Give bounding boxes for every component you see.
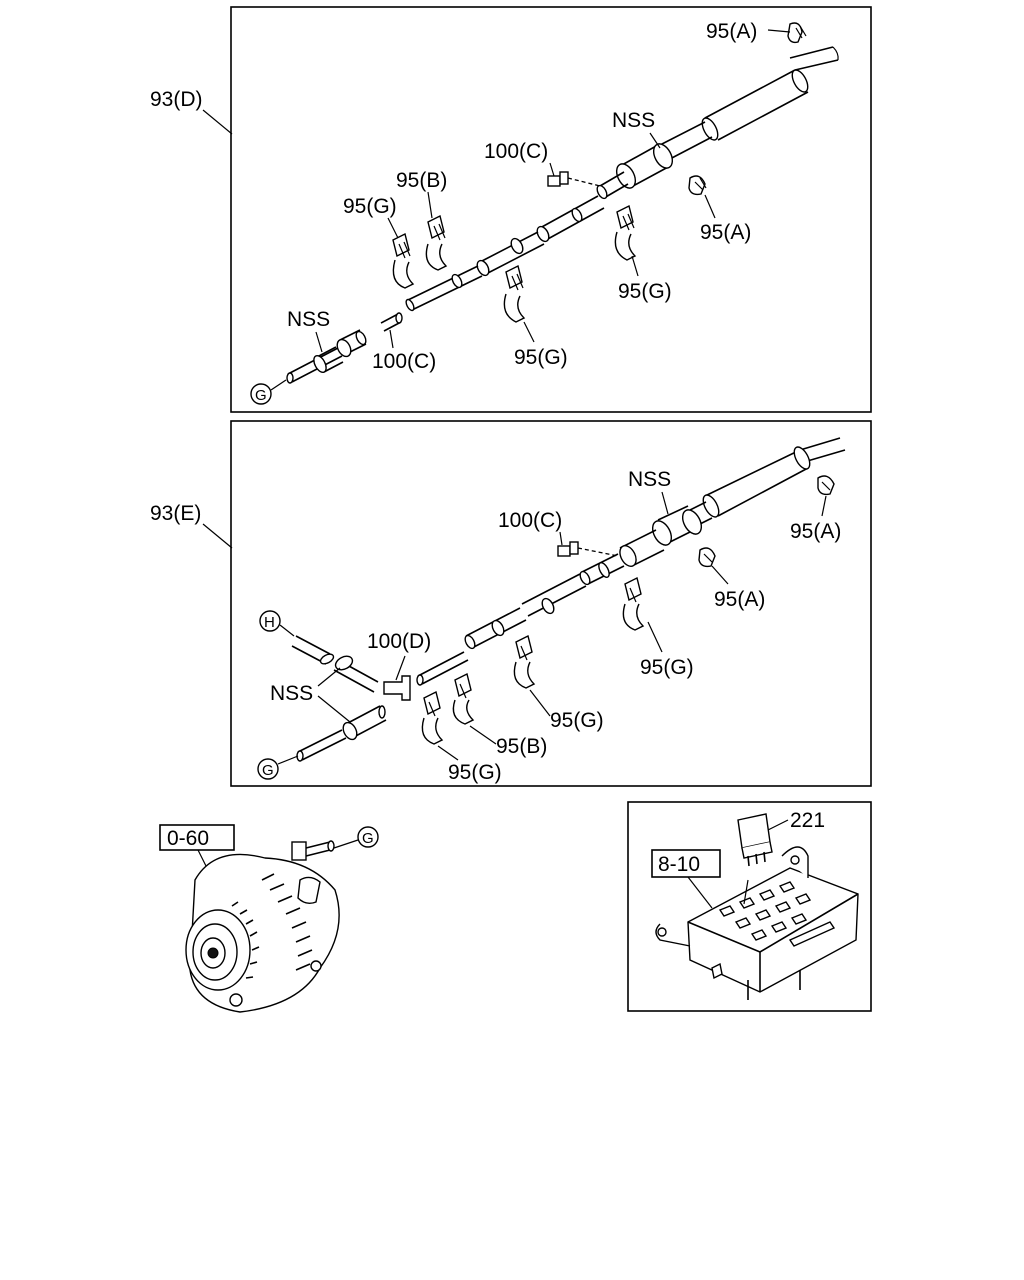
clip-95g-e-right (622, 576, 645, 631)
connector-g-marker-alt (357, 826, 379, 848)
label-95g-center: 95(G) (514, 346, 568, 369)
ref-93e-label: 93(E) (150, 502, 201, 525)
clip-95a-e-mid (698, 547, 716, 568)
label-95b: 95(B) (396, 169, 447, 192)
ref-93d-label: 93(D) (150, 88, 203, 111)
label-95a-e-mid: 95(A) (714, 588, 765, 611)
part-221-label: 221 (790, 809, 825, 832)
connector-100c-e (557, 541, 579, 557)
label-nss-e-lower: NSS (270, 682, 313, 705)
clip-95b-e (452, 672, 475, 725)
clip-95g-e-left (421, 690, 444, 745)
clip-95g-e-center (513, 634, 536, 689)
harness-93e (291, 437, 846, 762)
clip-95g-left (392, 232, 415, 289)
label-nss-upper: NSS (612, 109, 655, 132)
label-95g-left: 95(G) (343, 195, 397, 218)
label-100c-lower: 100(C) (372, 350, 436, 373)
connector-g-label-top: G (255, 387, 267, 404)
panel-93d: 93(D) (150, 6, 872, 413)
panel-93d-frame (230, 6, 872, 413)
clip-95a-e-top (817, 475, 835, 496)
ref-8-10-box (651, 849, 721, 878)
connector-100c-upper (547, 171, 569, 187)
relay-panel-frame (627, 801, 872, 1012)
label-95g-e-right: 95(G) (640, 656, 694, 679)
label-nss-lower: NSS (287, 308, 330, 331)
ref-0-60-label: 0-60 (167, 827, 209, 850)
panel-93e: 93(E) (150, 420, 872, 787)
label-100c-upper: 100(C) (484, 140, 548, 163)
clip-95g-center (503, 264, 526, 323)
label-95a-e-top: 95(A) (790, 520, 841, 543)
label-100d: 100(D) (367, 630, 431, 653)
clip-95g-right (614, 204, 637, 261)
connector-h-label: H (264, 614, 275, 631)
label-95g-right: 95(G) (618, 280, 672, 303)
connector-h-marker (259, 610, 281, 632)
fuse-relay-box (655, 846, 859, 1000)
label-95a-top: 95(A) (706, 20, 757, 43)
alternator-assembly: 0-60 G (159, 824, 379, 1013)
relay-box-panel: 8-10 221 (627, 801, 872, 1012)
label-95b-e: 95(B) (496, 735, 547, 758)
connector-g-label-alt: G (362, 830, 374, 847)
connector-g-marker-mid (257, 758, 279, 780)
label-95a-right: 95(A) (700, 221, 751, 244)
harness-93d (286, 46, 839, 384)
alternator-body (185, 840, 340, 1013)
clip-95b (425, 214, 448, 271)
label-100c-e: 100(C) (498, 509, 562, 532)
clip-95a-right (688, 175, 707, 196)
ref-0-60-box (159, 824, 235, 851)
label-95g-e-left: 95(G) (448, 761, 502, 784)
relay-221 (737, 813, 773, 867)
connector-g-label-mid: G (262, 762, 274, 779)
connector-g-marker-top (250, 383, 272, 405)
label-nss-e-upper: NSS (628, 468, 671, 491)
label-95g-e-center: 95(G) (550, 709, 604, 732)
ref-8-10-label: 8-10 (658, 853, 700, 876)
panel-93e-frame (230, 420, 872, 787)
clip-95a-top (787, 22, 807, 44)
ref-93d-leader (202, 109, 233, 135)
